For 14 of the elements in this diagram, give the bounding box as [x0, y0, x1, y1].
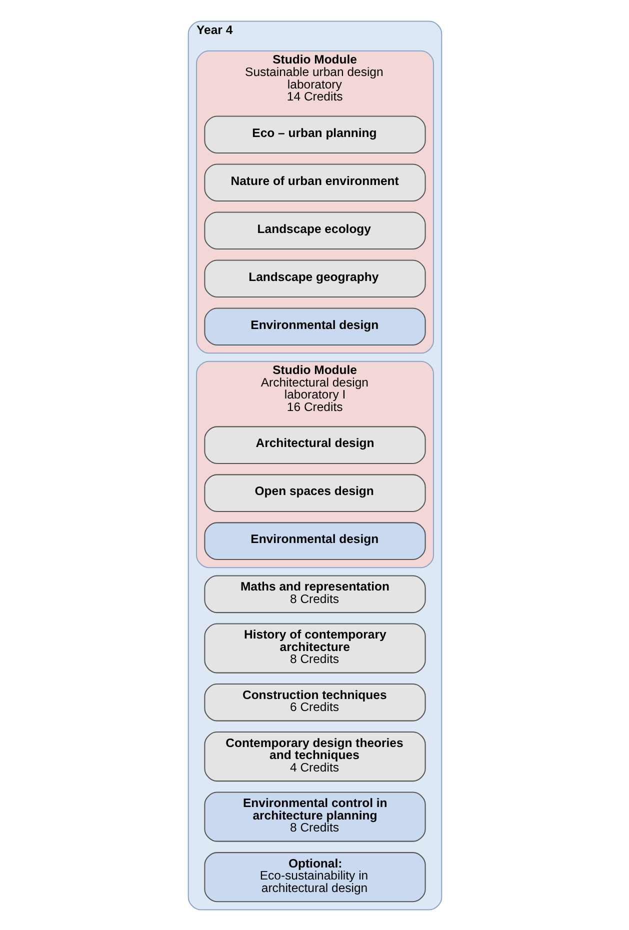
- node-box: Maths and representation 8 Credits: [204, 574, 426, 613]
- node-box: Open spaces design: [204, 474, 426, 512]
- node-box: History of contemporary architecture 8 Credits: [204, 622, 426, 673]
- node-box: Eco – urban planning: [204, 115, 426, 153]
- node-box: Environmental control in architecture planning 8 Credits: [204, 791, 426, 842]
- node-box: Landscape geography: [204, 259, 426, 297]
- node-box: Landscape ecology: [204, 211, 426, 249]
- node-box: Architectural design: [204, 426, 426, 464]
- node-box: Environmental design: [204, 307, 426, 345]
- node-box: Optional: Eco-sustainability in architectural design: [204, 852, 426, 902]
- node-box: Nature of urban environment: [204, 163, 426, 201]
- node-box: Environmental design: [204, 522, 426, 560]
- node-box: Construction techniques 6 Credits: [204, 683, 426, 721]
- node-box: Contemporary design theories and techniques 4 Credits: [204, 731, 426, 782]
